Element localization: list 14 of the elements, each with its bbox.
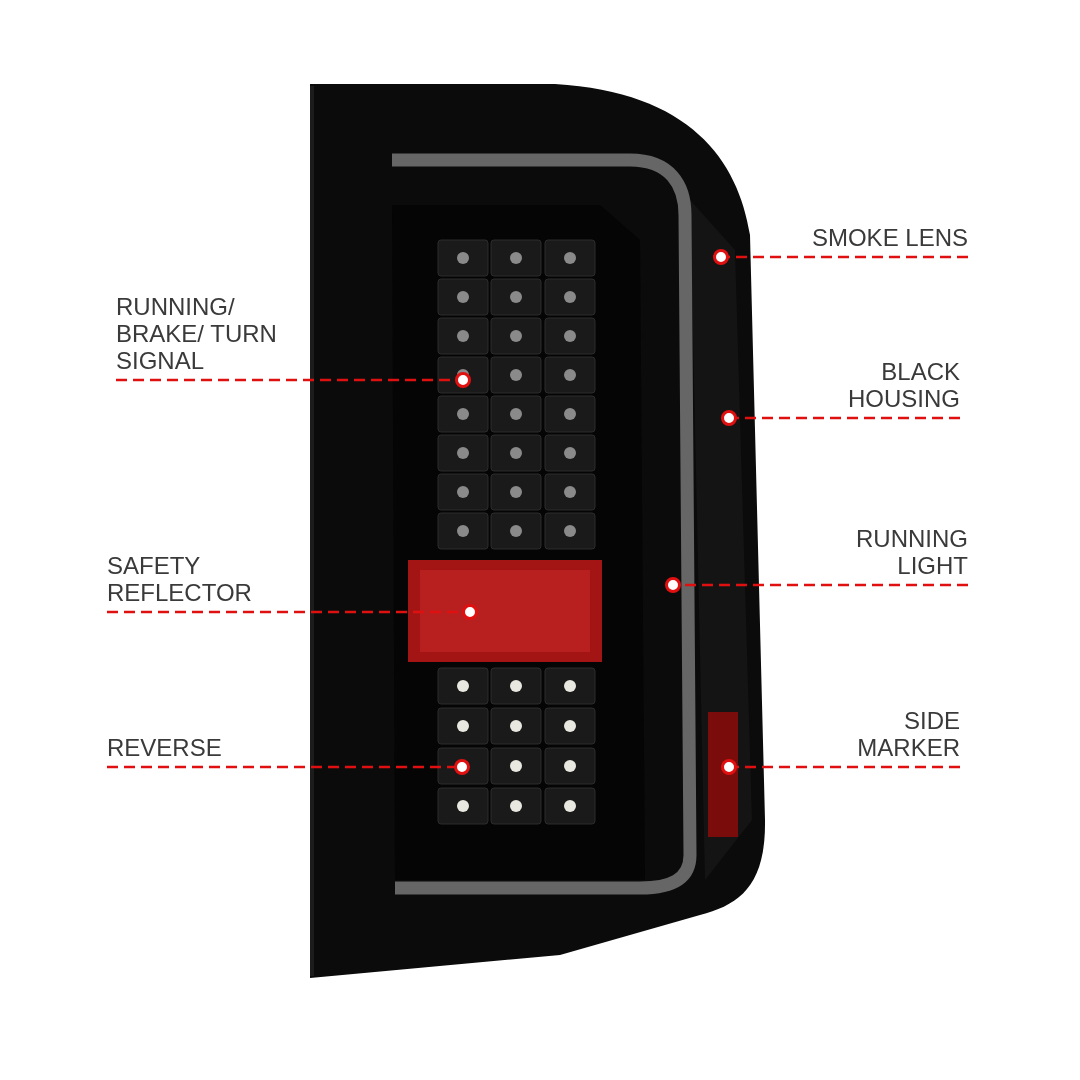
callout-label: REVERSE <box>107 734 267 767</box>
callout-label: SMOKE LENS <box>768 224 968 257</box>
callout-label: BLACK HOUSING <box>838 358 960 418</box>
leader-line <box>107 604 478 620</box>
callout-label: RUNNING/ BRAKE/ TURN SIGNAL <box>116 293 288 380</box>
leader-line <box>721 759 960 775</box>
leader-line <box>116 372 471 388</box>
callout-label: SAFETY REFLECTOR <box>107 552 272 612</box>
leader-line <box>665 577 968 593</box>
callout-label: RUNNING LIGHT <box>843 525 968 585</box>
leader-line <box>721 410 960 426</box>
leader-line <box>107 759 470 775</box>
callout-label: SIDE MARKER <box>838 707 960 767</box>
leader-line <box>713 249 968 265</box>
